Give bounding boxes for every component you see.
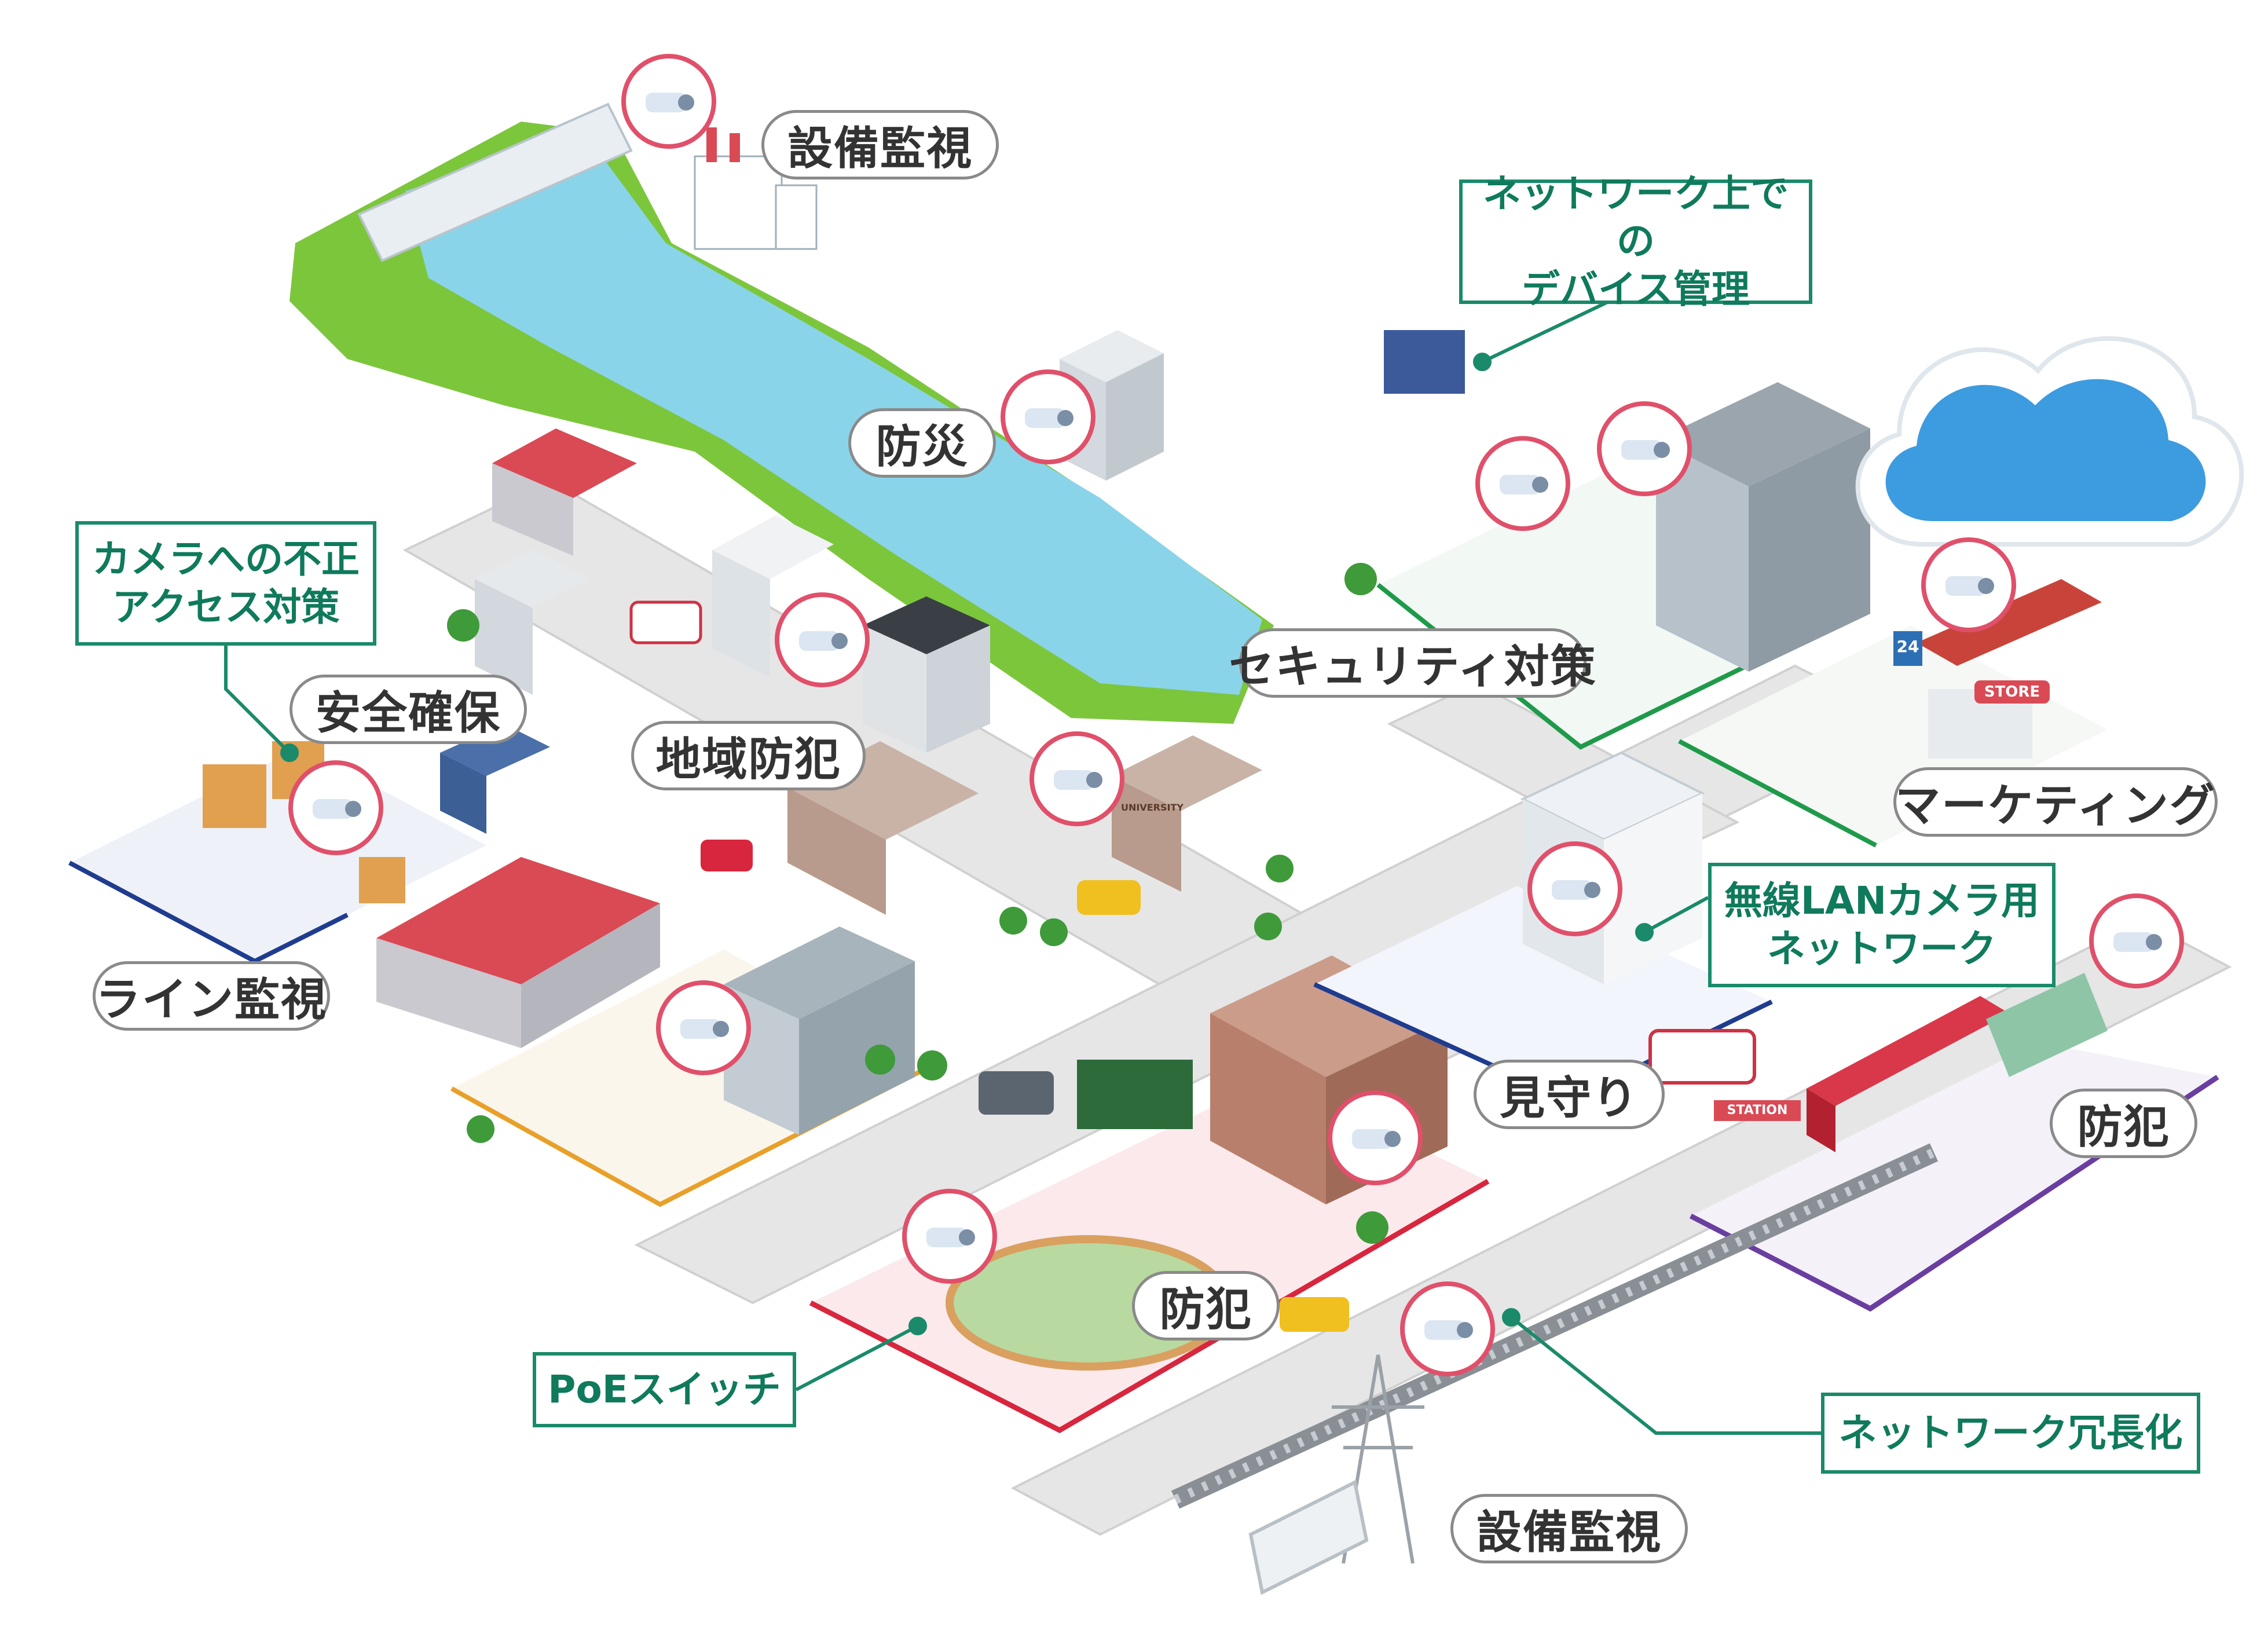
callout-line: ネットワーク: [1767, 926, 1996, 971]
camera-icon: [1029, 731, 1124, 826]
camera-icon: [1475, 436, 1570, 531]
railway: [1171, 1143, 1939, 1509]
camera-icon: [1527, 841, 1622, 936]
label-disaster-prevention: 防災: [848, 408, 996, 478]
office-zone: [450, 926, 933, 1207]
label-equipment-monitoring-bottom: 設備監視: [1450, 1494, 1688, 1563]
dam-wall: [357, 102, 633, 262]
university-sign: UNIVERSITY: [1121, 802, 1184, 813]
callout-camera-unauthorized-access: カメラへの不正 アクセス対策: [75, 521, 376, 646]
callout-poe-switch: PoEスイッチ: [533, 1352, 796, 1427]
callout-line: 無線LANカメラ用: [1724, 878, 2040, 923]
callout-line: アクセス対策: [112, 584, 340, 629]
callout-line: カメラへの不正: [92, 537, 360, 581]
store-sign: STORE: [1984, 683, 2040, 701]
callout-line: ネットワーク冗長化: [1838, 1410, 2183, 1455]
callout-network-redundancy: ネットワーク冗長化: [1821, 1393, 2200, 1474]
camera-icon: [656, 980, 751, 1075]
label-security-measures: セキュリティ対策: [1229, 628, 1596, 698]
camera-icon: [902, 1189, 997, 1284]
label-marketing: マーケティング: [1893, 767, 2218, 837]
camera-icon: [1328, 1090, 1423, 1185]
store-number-sign: 24: [1896, 637, 1919, 656]
label-line-monitoring: ライン監視: [93, 961, 330, 1031]
camera-icon: [1921, 537, 2016, 632]
warehouses: [376, 428, 660, 1048]
label-crime-prevention-station: 防犯: [2050, 1089, 2197, 1158]
camera-icon: [1001, 369, 1095, 464]
camera-icon: [288, 760, 383, 855]
callout-line: PoEスイッチ: [548, 1367, 781, 1412]
callout-line: ネットワーク上での: [1483, 171, 1789, 264]
vehicles: [629, 600, 1756, 1332]
dam-area: [290, 102, 1274, 724]
label-crime-prevention-school: 防犯: [1132, 1271, 1280, 1340]
cloud-icon: [1855, 336, 2244, 547]
label-watching-over: 見守り: [1474, 1060, 1665, 1129]
store-zone: [1678, 579, 2108, 848]
camera-icon: [1400, 1281, 1495, 1376]
label-community-crime-prevention: 地域防犯: [631, 721, 866, 790]
callout-wireless-lan-camera-network: 無線LANカメラ用 ネットワーク: [1708, 863, 2056, 987]
trees: [447, 563, 1388, 1244]
callout-line: デバイス管理: [1521, 266, 1750, 312]
river: [405, 133, 1262, 695]
callout-network-device-management: ネットワーク上での デバイス管理: [1459, 171, 1812, 312]
power-facility: [1248, 1354, 1424, 1595]
station-sign: STATION: [1727, 1103, 1788, 1118]
label-equipment-monitoring-top: 設備監視: [761, 110, 999, 180]
camera-icon: [621, 54, 716, 149]
camera-icon: [1597, 401, 1692, 496]
label-safety-assurance: 安全確保: [290, 675, 527, 744]
camera-icon: [2089, 893, 2184, 988]
camera-icon: [775, 592, 870, 687]
